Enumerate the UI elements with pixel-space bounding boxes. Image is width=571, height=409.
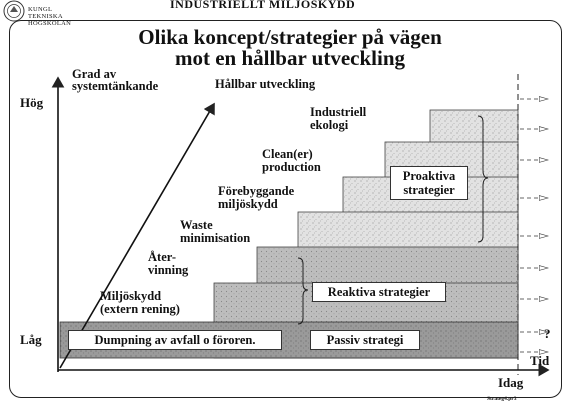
question-mark: ?	[544, 326, 551, 341]
today-label: Idag	[498, 375, 524, 390]
label-industriell-line-2: ekologi	[310, 118, 349, 132]
label-waste: Waste minimisation	[180, 219, 250, 245]
header-title: INDUSTRIELLT MILJÖSKYDD	[170, 0, 356, 11]
label-forebyggande-line-1: Förebyggande	[218, 184, 295, 198]
label-miljoskydd-line-2: (extern rening)	[100, 302, 180, 316]
label-industriell-line-1: Industriell	[310, 105, 367, 119]
logo-line-3: HÖGSKOLAN	[28, 20, 72, 27]
slide-frame	[9, 20, 562, 398]
high-label: Hög	[20, 95, 44, 110]
label-miljoskydd-line-1: Miljöskydd	[100, 289, 162, 303]
box-proaktiva-line-1: Proaktiva	[402, 169, 456, 183]
diagonal-arrow	[59, 102, 215, 369]
diagonal-label: Hållbar utveckling	[215, 77, 316, 91]
label-waste-line-1: Waste	[180, 218, 213, 232]
label-forebyggande-line-2: miljöskydd	[218, 197, 278, 211]
slide-title-line-2: mot en hållbar utveckling	[174, 46, 406, 70]
proaktiva-brace	[477, 115, 489, 243]
label-clean: Clean(er) production	[262, 148, 321, 174]
y-axis-label: Grad av systemtänkande	[72, 67, 159, 93]
logo-text: KUNGL TEKNISKA HÖGSKOLAN	[28, 6, 71, 27]
label-atervinning-line-1: Åter-	[148, 250, 176, 264]
low-label: Låg	[20, 332, 42, 347]
box-proaktiva-line-2: strategier	[403, 183, 455, 197]
slide-title: Olika koncept/strategier på vägen mot en…	[60, 27, 520, 69]
box-reaktiva: Reaktiva strategier	[312, 282, 446, 302]
time-label: Tid	[530, 353, 550, 368]
y-axis-label-line-2: systemtänkande	[72, 79, 159, 93]
label-forebyggande: Förebyggande miljöskydd	[218, 185, 294, 211]
logo-line-1: KUNGL	[28, 6, 53, 13]
reaktiva-brace	[297, 257, 309, 325]
label-clean-line-1: Clean(er)	[262, 147, 313, 161]
box-dumpning: Dumpning av avfall o föroren.	[68, 330, 282, 350]
label-miljoskydd: Miljöskydd (extern rening)	[100, 290, 180, 316]
label-clean-line-2: production	[262, 160, 321, 174]
box-passiv: Passiv strategi	[310, 330, 420, 350]
label-industriell: Industriell ekologi	[310, 106, 366, 132]
label-waste-line-2: minimisation	[180, 231, 251, 245]
label-atervinning-line-2: vinning	[148, 263, 189, 277]
slide-title-line-1: Olika koncept/strategier på vägen	[138, 25, 442, 49]
label-atervinning: Åter- vinning	[148, 251, 188, 277]
y-axis-label-line-1: Grad av	[72, 67, 117, 81]
box-proaktiva: Proaktiva strategier	[390, 166, 468, 200]
footer-filename: Strateg4.pr3	[487, 396, 517, 402]
logo-line-2: TEKNISKA	[28, 13, 63, 20]
